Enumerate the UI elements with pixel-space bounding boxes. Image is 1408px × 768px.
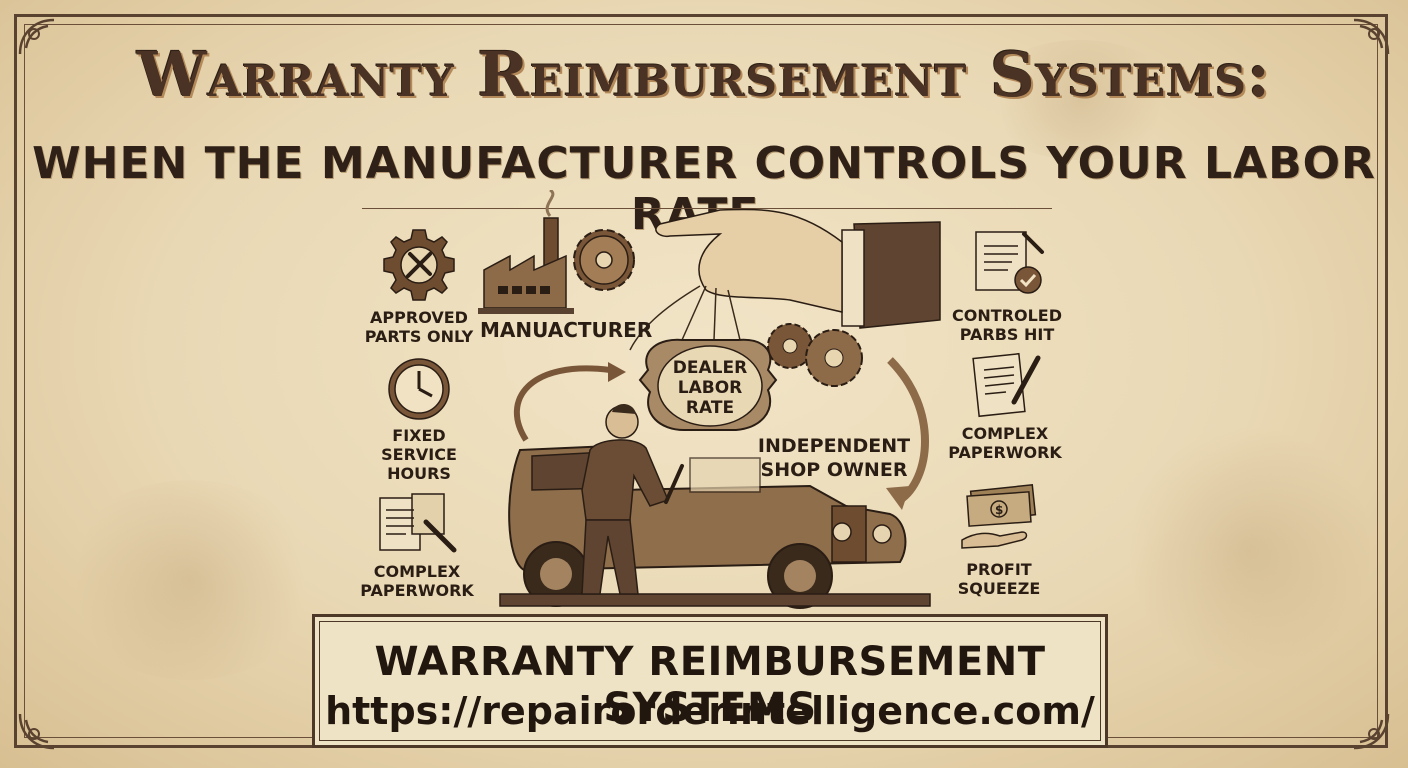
clipboard-pen-icon bbox=[379, 493, 457, 553]
profit-squeeze-label: PROFIT SQUEEZE bbox=[957, 560, 1041, 598]
manufacturer-hand-icon bbox=[655, 208, 941, 329]
corner-flourish-icon bbox=[1353, 18, 1390, 55]
independent-shop-owner-label: INDEPENDENT SHOP OWNER bbox=[757, 435, 911, 481]
factory-icon bbox=[478, 190, 574, 314]
dealer-labor-rate-label: DEALER LABOR RATE bbox=[672, 358, 748, 418]
dealer-labor-rate-tag bbox=[638, 338, 778, 431]
checklist-icon bbox=[975, 231, 1044, 294]
corner-flourish-icon bbox=[18, 18, 55, 55]
money-hand-icon: $ bbox=[961, 484, 1037, 549]
approved-parts-label: APPROVED PARTS ONLY bbox=[364, 308, 474, 346]
clock-icon bbox=[388, 358, 450, 420]
title-divider bbox=[362, 208, 1052, 209]
footer-title: WARRANTY REIMBURSEMENT SYSTEMS bbox=[374, 639, 1046, 731]
page-title: Warranty Reimbursement Systems: bbox=[137, 38, 1271, 111]
complex-paperwork-left-label: COMPLEX PAPERWORK bbox=[360, 562, 474, 600]
mechanic-figure-icon bbox=[581, 403, 684, 595]
complex-paperwork-right-label: COMPLEX PAPERWORK bbox=[948, 424, 1062, 462]
gear-tools-icon bbox=[383, 229, 455, 301]
svg-text:$: $ bbox=[995, 503, 1003, 517]
paper-stain bbox=[980, 40, 1180, 160]
paper-stain bbox=[1130, 420, 1370, 680]
corner-flourish-icon bbox=[18, 713, 55, 750]
gear-icon bbox=[805, 329, 863, 387]
paper-stain bbox=[60, 480, 320, 680]
gear-icon bbox=[573, 229, 635, 291]
manufacturer-label: MANUACTURER bbox=[480, 318, 653, 342]
controled-parbs-label: CONTROLED PARBS HIT bbox=[952, 306, 1062, 344]
footer-url[interactable]: https://repairorderintelligence.com/ bbox=[325, 689, 1095, 733]
footer-banner: WARRANTY REIMBURSEMENT SYSTEMS https://r… bbox=[312, 614, 1108, 748]
fixed-service-hours-label: FIXED SERVICE HOURS bbox=[381, 426, 457, 483]
central-illustration bbox=[478, 190, 941, 609]
document-pen-icon bbox=[972, 352, 1041, 418]
corner-flourish-icon bbox=[1353, 713, 1390, 750]
